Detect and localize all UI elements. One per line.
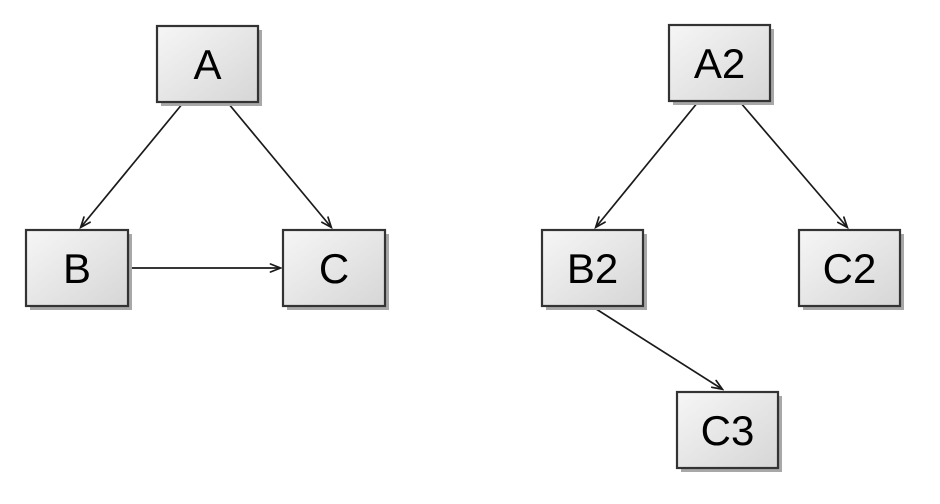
node-label: C	[319, 245, 349, 292]
node-C: C	[281, 228, 389, 310]
node-B2: B2	[540, 228, 647, 310]
edge-A2-B2	[596, 101, 699, 227]
node-box	[667, 23, 772, 103]
edge-A-B	[81, 102, 184, 227]
node-A2: A2	[667, 23, 774, 105]
node-box	[281, 228, 387, 308]
node-A: A	[155, 24, 262, 106]
node-box	[675, 390, 780, 470]
node-label: C2	[823, 245, 877, 292]
edge-A2-C2	[739, 101, 847, 227]
node-box	[24, 228, 130, 308]
node-box	[540, 228, 645, 308]
left-graph: A B C	[24, 24, 389, 310]
edge-B2-C3	[592, 306, 722, 389]
node-label: C3	[701, 407, 755, 454]
node-box	[155, 24, 260, 104]
node-label: A	[193, 41, 221, 88]
node-C2: C2	[797, 228, 904, 310]
node-B: B	[24, 228, 132, 310]
node-box	[797, 228, 902, 308]
node-label: B	[63, 245, 91, 292]
edge-A-C	[227, 102, 331, 227]
node-C3: C3	[675, 390, 782, 472]
node-label: A2	[694, 40, 745, 87]
node-label: B2	[567, 245, 618, 292]
